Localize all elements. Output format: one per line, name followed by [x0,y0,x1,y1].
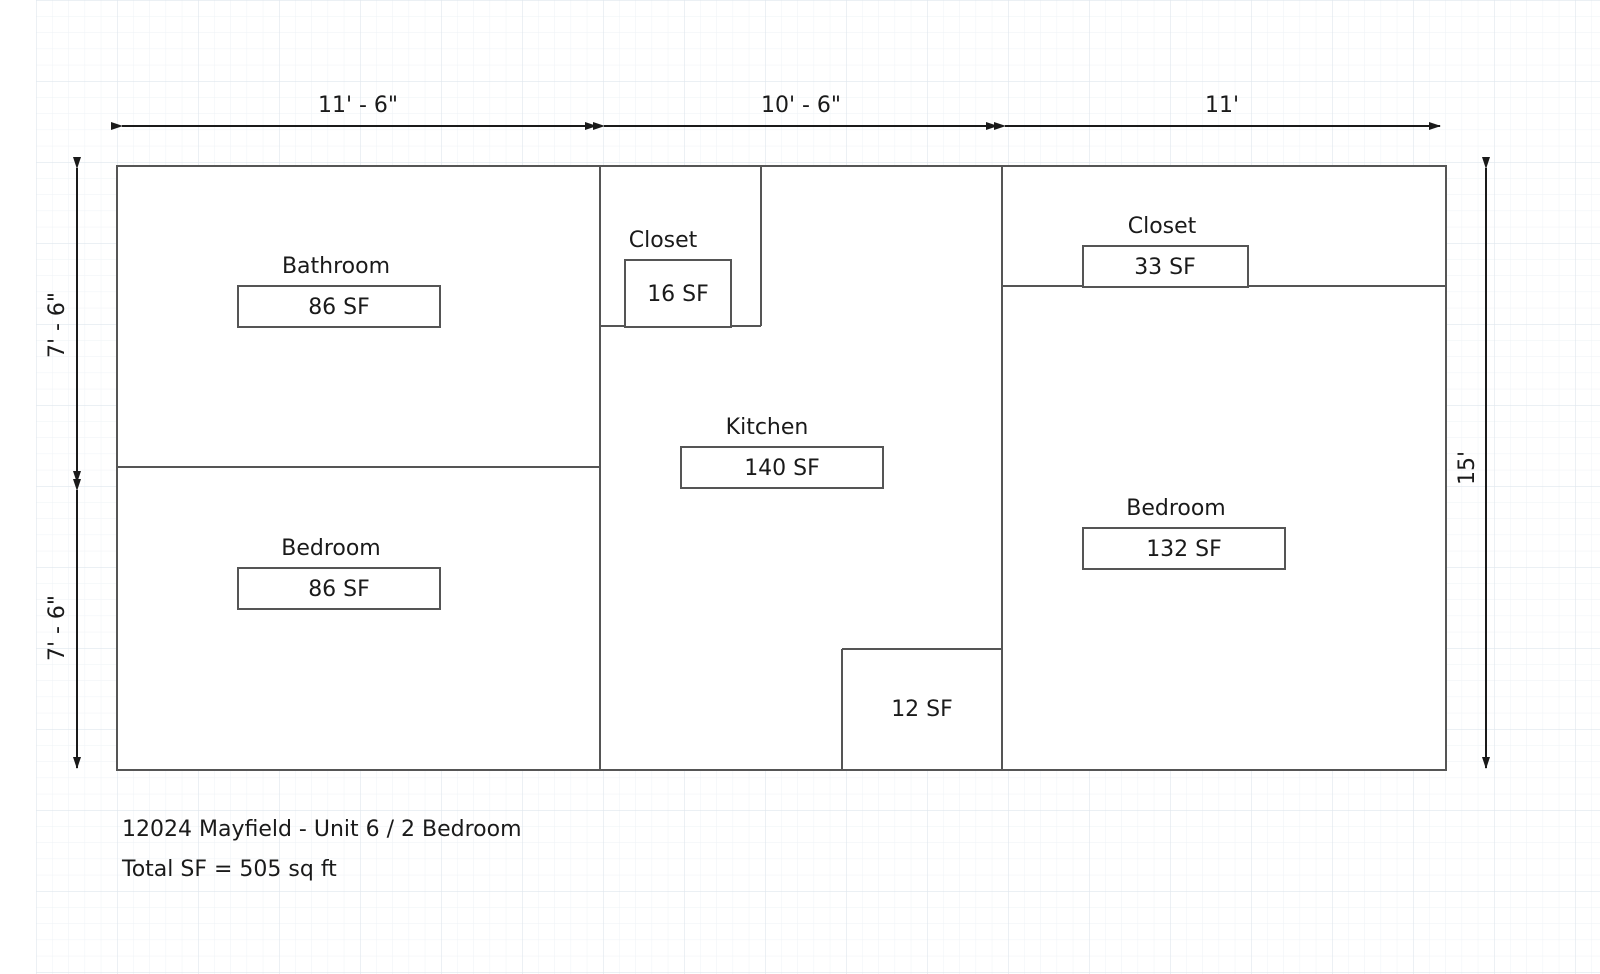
room-name-closet-right: Closet [1128,214,1197,239]
dimension-label-right: 15' [1455,451,1480,485]
room-name-bathroom: Bathroom [282,254,390,279]
room-bedroom-right: Bedroom 132 SF [1082,496,1286,570]
area-box-bedroom-left [237,567,441,610]
dimension-label-top-1: 11' - 6" [318,93,398,118]
dimension-label-top-3: 11' [1205,93,1239,118]
unit-description: 12024 Mayfield - Unit 6 / 2 Bedroom [122,817,522,842]
area-label-closet-right: 33 SF [1134,255,1196,280]
area-box-closet-right [1082,245,1249,288]
room-name-bedroom-left: Bedroom [281,536,381,561]
room-name-kitchen: Kitchen [726,415,809,440]
dimension-label-left-2: 7' - 6" [45,595,70,661]
room-bathroom: Bathroom 86 SF [237,254,441,328]
room-bedroom-left: Bedroom 86 SF [237,536,441,610]
area-label-bedroom-left: 86 SF [308,577,370,602]
total-area: Total SF = 505 sq ft [121,857,337,882]
room-name-closet-center: Closet [629,228,698,253]
dimension-label-left-1: 7' - 6" [45,292,70,358]
room-closet-right: Closet 33 SF [1082,214,1249,288]
area-label-bathroom: 86 SF [308,295,370,320]
area-box-closet-center [624,259,732,328]
room-kitchen: Kitchen 140 SF [680,415,884,489]
area-box-kitchen [680,446,884,489]
area-box-bathroom [237,285,441,328]
room-name-bedroom-right: Bedroom [1126,496,1226,521]
area-box-bedroom-right [1082,527,1286,570]
room-closet-center: Closet 16 SF [624,228,732,328]
area-label-closet-center: 16 SF [647,282,709,307]
area-label-small-room: 12 SF [891,697,953,722]
dimension-label-top-2: 10' - 6" [761,93,841,118]
area-label-bedroom-right: 132 SF [1146,537,1222,562]
area-label-kitchen: 140 SF [744,456,820,481]
